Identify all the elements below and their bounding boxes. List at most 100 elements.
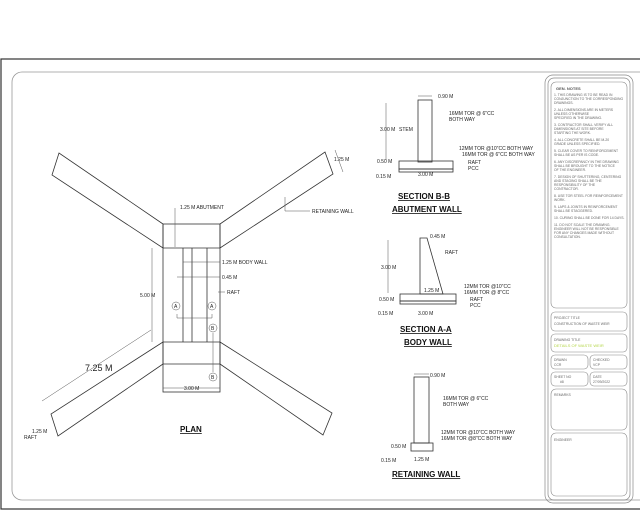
stem: [413, 376, 430, 444]
svg-text:1.25 M: 1.25 M: [424, 288, 439, 294]
sheet-inner-border: [11, 71, 640, 501]
note-line: RESPONSIBILITY OF THE: [554, 183, 596, 187]
sheet-outer-border: [0, 58, 640, 510]
svg-text:BOTH WAY: BOTH WAY: [449, 117, 476, 123]
raft-label: RAFT: [227, 290, 240, 296]
note-line: WORK.: [554, 198, 566, 202]
svg-text:3.00 M: 3.00 M: [418, 172, 433, 178]
svg-text:A: A: [210, 304, 214, 310]
svg-text:DRAWING TITLE: DRAWING TITLE: [554, 338, 581, 342]
section-bb-title: SECTION B-B: [398, 192, 450, 201]
section-b-marker: [208, 372, 218, 382]
body-wall: [419, 237, 444, 295]
note-line: 2. ALL DIMENSIONS ARE IN METERS: [554, 108, 614, 112]
svg-text:0.90 M: 0.90 M: [438, 94, 453, 100]
body-wall-label: 1.25 M BODY WALL: [222, 260, 268, 266]
svg-text:0.50 M: 0.50 M: [377, 159, 392, 165]
svg-text:VCP: VCP: [593, 363, 601, 367]
svg-text:PCC: PCC: [468, 166, 479, 172]
notes-list: 1. THIS DRAWING IS TO BE READ INCONJUNCT…: [554, 93, 625, 239]
stem: [417, 99, 433, 163]
note-line: 11. DO NOT SCALE THE DRAWING.: [554, 223, 610, 227]
note-line: DIMENSIONS AT SITE BEFORE: [554, 127, 604, 131]
svg-text:SHEET NO: SHEET NO: [554, 375, 572, 379]
thickness-dim: 0.45 M: [222, 275, 237, 281]
note-line: DRAWINGS.: [554, 101, 574, 105]
svg-text:1.25 M: 1.25 M: [414, 457, 429, 463]
svg-text:0.15 M: 0.15 M: [381, 458, 396, 464]
plan-view: 1.25 M ABUTMENT 5.00 M 1.25 M BODY WALL …: [24, 149, 354, 441]
section-a-marker: [207, 301, 217, 311]
length-dim: 5.00 M: [140, 293, 155, 299]
note-line: 3. CONTRACTOR SHALL VERIFY ALL: [554, 123, 613, 127]
svg-text:3.00 M: 3.00 M: [381, 265, 396, 271]
width-dim: 3.00 M: [184, 386, 199, 392]
svg-text:0.90 M: 0.90 M: [430, 373, 445, 379]
note-line: AND STAGING SHALL BE THE: [554, 179, 603, 183]
raft: [399, 293, 457, 302]
section-a-marker: [171, 301, 181, 311]
svg-text:RAFT: RAFT: [445, 250, 458, 256]
note-line: SPECIFIED IN THE DRAWING.: [554, 116, 602, 120]
drawing-title: DETAILS OF WASTE WEIR: [554, 343, 604, 348]
pcc: [398, 168, 454, 173]
raft: [410, 442, 434, 452]
section-b-marker: [208, 323, 218, 333]
note-line: 4. ALL CONCRETE SHALL BE M-20: [554, 138, 609, 142]
retaining-wall-title: RETAINING WALL: [392, 470, 460, 479]
note-line: 5. CLEAR COVER TO REINFORCEMENT: [554, 149, 618, 153]
note-line: UNLESS OTHERWISE: [554, 112, 590, 116]
svg-text:CCR: CCR: [554, 363, 562, 367]
section-aa-body-wall: 0.45 M RAFT 3.00 M 1.25 M 12MM TOR @10"C…: [378, 234, 511, 347]
svg-text:12MM TOR @10"CC BOTH WAY: 12MM TOR @10"CC BOTH WAY: [441, 430, 516, 436]
pcc: [399, 300, 457, 305]
note-line: 7. DESIGN OF SHUTTERING, CENTERING: [554, 175, 622, 179]
svg-text:B: B: [211, 326, 215, 332]
body-wall-title: BODY WALL: [404, 338, 452, 347]
svg-text:A: A: [174, 304, 178, 310]
title-block: GEN. NOTES 1. THIS DRAWING IS TO BE READ…: [544, 74, 634, 504]
svg-text:B: B: [211, 375, 215, 381]
svg-text:#8: #8: [560, 380, 564, 384]
plan-title: PLAN: [180, 425, 202, 434]
retaining-wall-label: RETAINING WALL: [312, 209, 354, 215]
note-line: CONSULTATION.: [554, 235, 581, 239]
svg-text:STEM: STEM: [399, 127, 413, 133]
note-line: CONJUNCTION TO THE CORRESPONDING: [554, 97, 623, 101]
svg-text:PCC: PCC: [470, 303, 481, 309]
svg-text:27/09/2022: 27/09/2022: [593, 380, 610, 384]
wing-length-dim: 7.25 M: [85, 363, 113, 373]
svg-text:RAFT: RAFT: [468, 160, 481, 166]
section-bb-abutment-wall: 0.90 M 16MM TOR @ 6"CC BOTH WAY 3.00 M S…: [376, 94, 535, 214]
note-line: 8. USE TOR STEEL FOR REINFORCEMENT: [554, 194, 623, 198]
note-line: SHALL BE BROUGHT TO THE NOTICE: [554, 164, 616, 168]
svg-text:16MM TOR @8"CC BOTH WAY: 16MM TOR @8"CC BOTH WAY: [441, 436, 513, 442]
notes-box: [550, 81, 628, 309]
svg-text:16MM TOR @ 8"CC: 16MM TOR @ 8"CC: [464, 290, 510, 296]
svg-text:16MM TOR @ 6"CC: 16MM TOR @ 6"CC: [443, 396, 489, 402]
svg-text:0.15 M: 0.15 M: [378, 311, 393, 317]
note-line: ENGINEER WILL NOT BE RESPONSIBLE: [554, 227, 620, 231]
note-line: SHALL BE AS PER IS CODE.: [554, 153, 599, 157]
svg-text:1.25 M: 1.25 M: [32, 429, 47, 435]
svg-text:DRAWN: DRAWN: [554, 358, 567, 362]
svg-text:CHECKED: CHECKED: [593, 358, 610, 362]
wing-wall-bottom-right: [219, 341, 333, 436]
section-aa-title: SECTION A-A: [400, 325, 452, 334]
note-line: STARTING THE WORK.: [554, 131, 591, 135]
note-line: GRADE UNLESS SPECIFIED.: [554, 142, 600, 146]
svg-text:12MM TOR @10"CC: 12MM TOR @10"CC: [464, 284, 511, 290]
svg-text:ENGINEER: ENGINEER: [554, 438, 572, 442]
svg-text:0.45 M: 0.45 M: [430, 234, 445, 240]
abutment-label: 1.25 M ABUTMENT: [180, 205, 224, 211]
wing-wall-top-right: [219, 151, 334, 249]
svg-text:0.15 M: 0.15 M: [376, 174, 391, 180]
retaining-wall-section: 0.90 M 16MM TOR @ 6"CC BOTH WAY 12MM TOR…: [381, 373, 516, 479]
svg-text:DATE: DATE: [593, 375, 603, 379]
svg-text:BOTH WAY: BOTH WAY: [443, 402, 470, 408]
svg-text:RAFT: RAFT: [24, 435, 37, 441]
svg-text:16MM TOR @ 6"CC BOTH WAY: 16MM TOR @ 6"CC BOTH WAY: [462, 152, 535, 158]
svg-text:16MM TOR @ 6"CC: 16MM TOR @ 6"CC: [449, 111, 495, 117]
note-line: 6. ANY DISCREPANCY IN THE DRAWING: [554, 160, 619, 164]
note-line: FOR ANY CHANGES MADE WITHOUT: [554, 231, 614, 235]
